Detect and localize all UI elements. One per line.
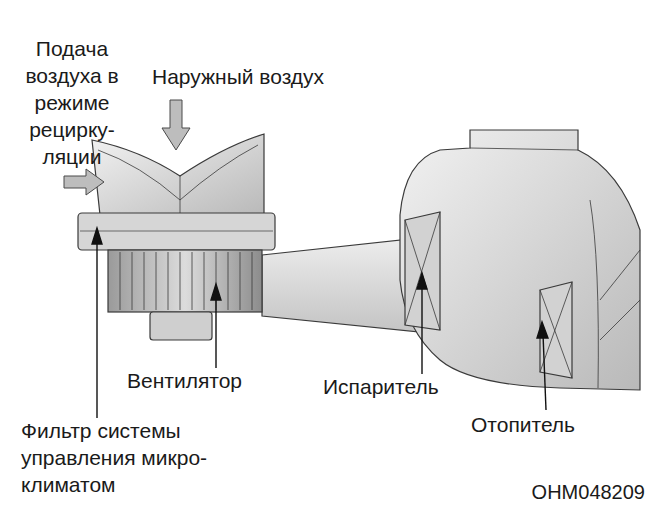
leader-lines [92,228,548,418]
part-label: Фильтр системы управления микро- климато… [21,418,261,499]
blower-unit [78,134,420,340]
part-label: Подача воздуха в режиме рецирку- ляции [14,36,130,170]
part-label: Наружный воздух [152,64,392,91]
part-label: Испаритель [323,374,503,401]
figure-code: OHM048209 [455,480,645,506]
part-label: Отопитель [471,412,641,439]
part-label: Вентилятор [127,368,307,395]
hvac-case [400,130,640,390]
